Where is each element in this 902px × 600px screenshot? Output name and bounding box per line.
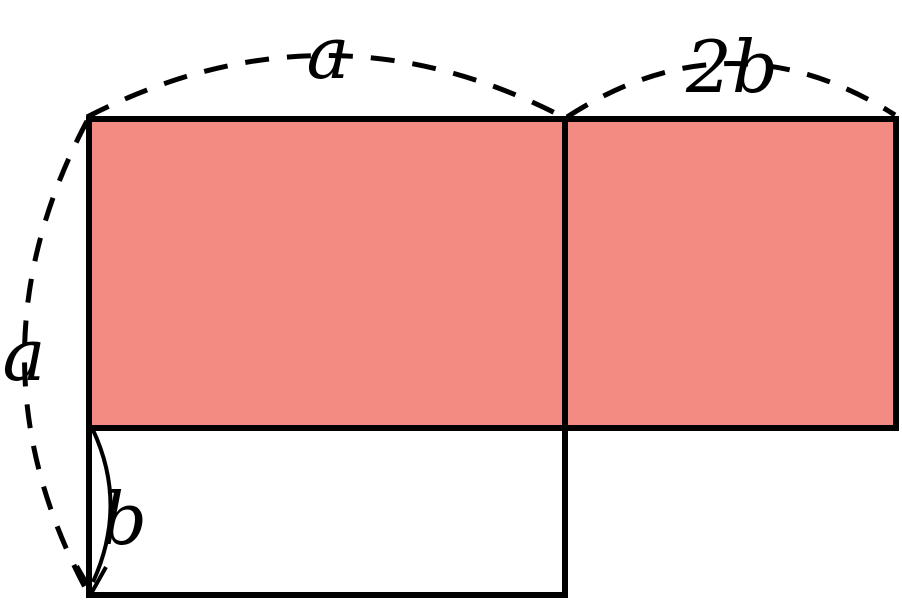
arrowhead-lower [75, 565, 108, 597]
upper-rectangle-outline [86, 116, 899, 431]
dimension-arc-top-right [565, 61, 897, 120]
shaded-rectangle-left [89, 119, 565, 428]
dimension-arrow-lower [91, 429, 113, 583]
dimension-arc-left [22, 119, 90, 593]
label-left-height: a [3, 313, 46, 397]
label-top-right-width: 2b [685, 25, 778, 109]
label-lower-height: b [101, 477, 147, 561]
shaded-rectangle-right [565, 119, 896, 428]
lower-rectangle-outline [86, 425, 568, 598]
dimension-arc-top-left [85, 53, 565, 120]
label-top-left-width: a [307, 11, 350, 95]
